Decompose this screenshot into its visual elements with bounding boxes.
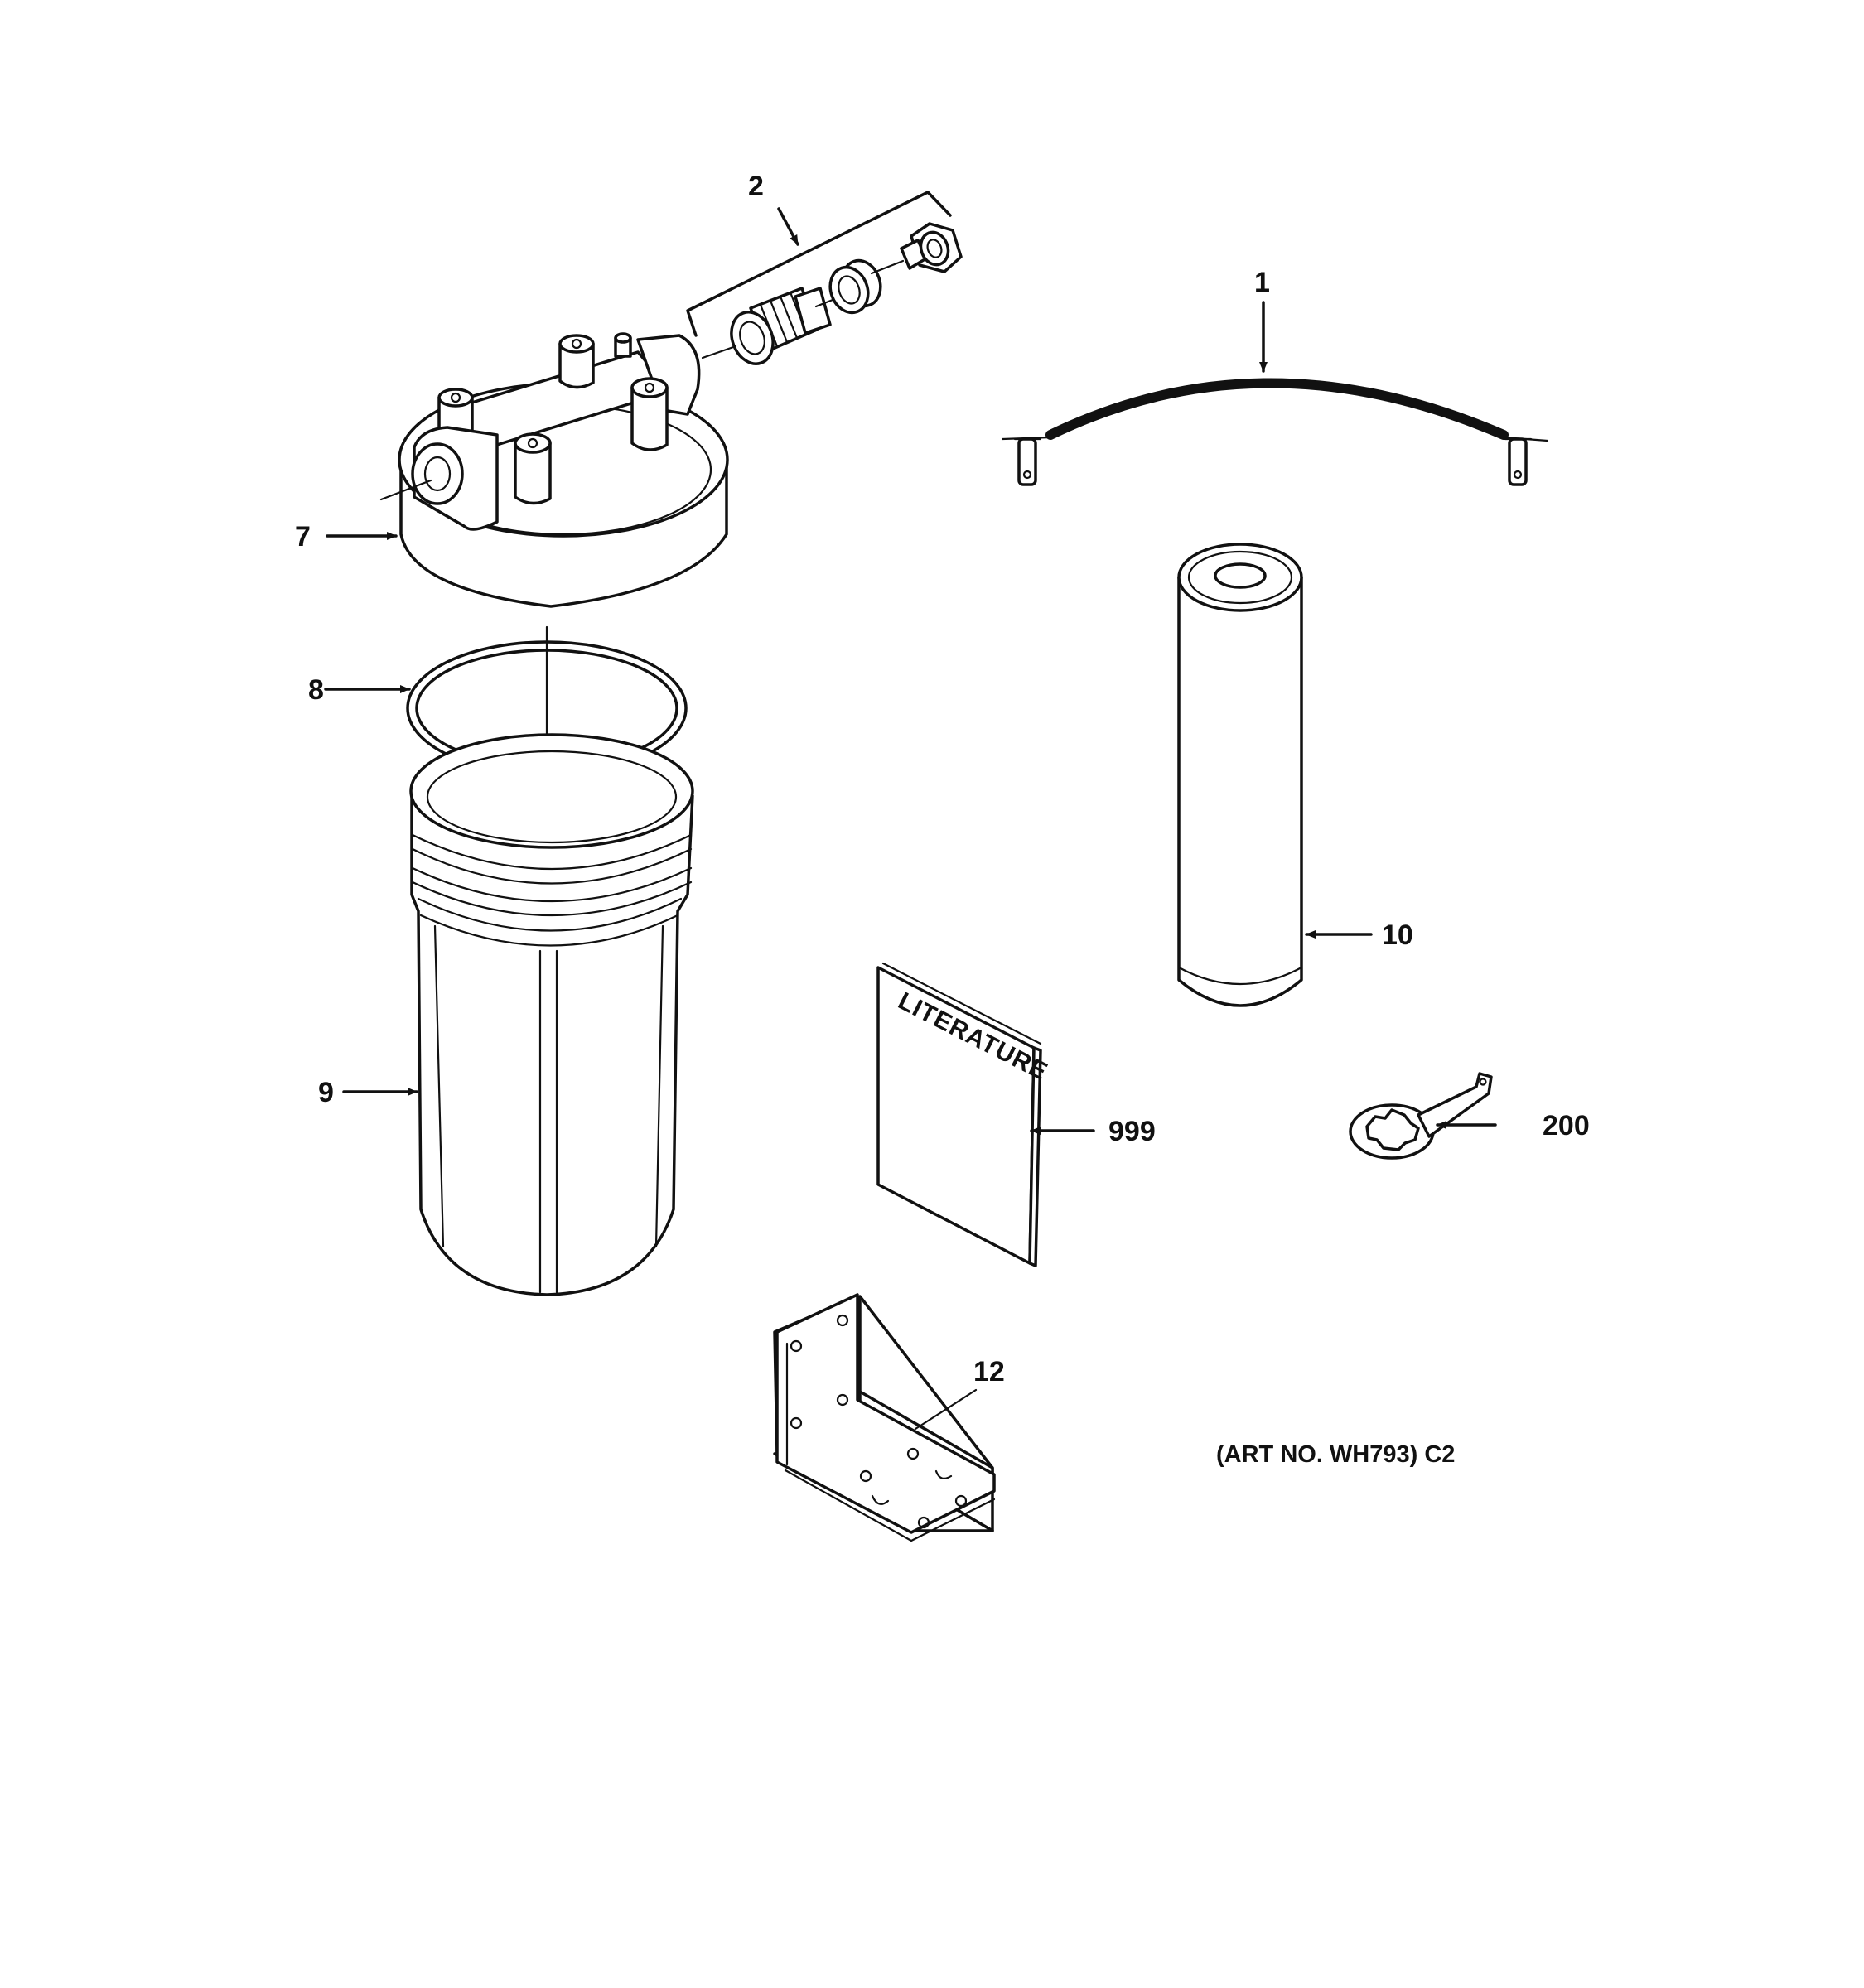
wrench-part-200 <box>1349 1072 1493 1160</box>
threaded-adapter <box>730 287 832 365</box>
fitting-set-part-2 <box>686 191 963 365</box>
callout-8: 8 <box>308 674 324 706</box>
compression-ring <box>828 258 882 315</box>
housing-sump-part-9 <box>409 733 694 1296</box>
callout-1: 1 <box>1254 267 1270 298</box>
callout-2: 2 <box>748 171 764 202</box>
callout-999: 999 <box>1108 1116 1156 1147</box>
mounting-bracket-part-12 <box>773 1293 996 1542</box>
literature-part-999: LITERATURE <box>876 962 1052 1267</box>
hex-nut <box>900 222 963 273</box>
filter-cartridge-part-10 <box>1177 543 1303 1007</box>
callout-10: 10 <box>1382 919 1413 951</box>
callout-200: 200 <box>1543 1110 1590 1141</box>
callout-12: 12 <box>973 1356 1005 1387</box>
art-number: (ART NO. WH793) C2 <box>1216 1441 1455 1468</box>
filter-head-part-7 <box>379 332 729 608</box>
callout-9: 9 <box>318 1077 334 1108</box>
callout-7: 7 <box>295 521 311 552</box>
tubing-part-1 <box>1001 378 1549 486</box>
